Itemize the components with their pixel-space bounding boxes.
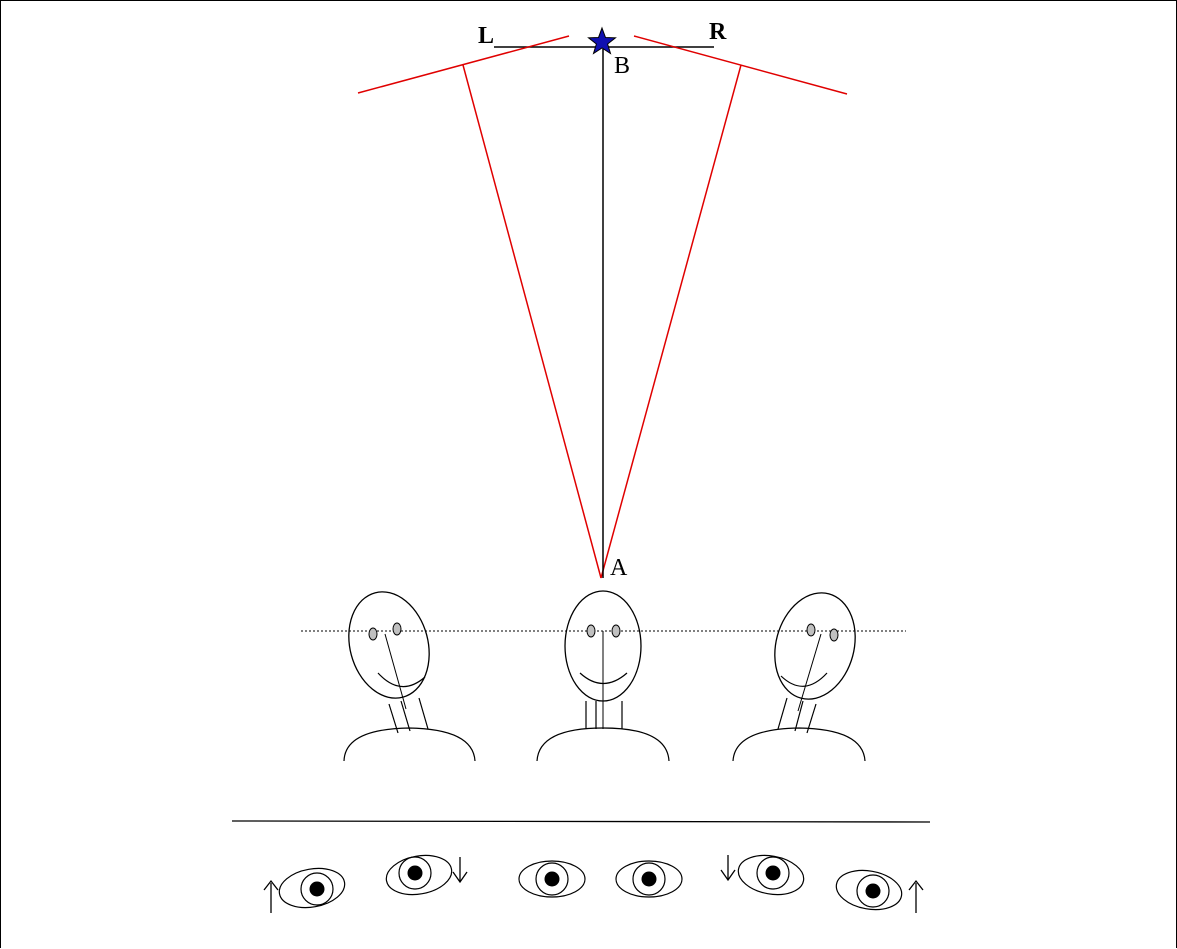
label-point-b: B <box>614 53 630 79</box>
left-rotated-baseline <box>357 35 570 94</box>
head-center <box>536 590 670 762</box>
right-sight-line <box>600 64 742 579</box>
left-sight-line <box>462 64 602 579</box>
head-tilted-left <box>343 591 476 762</box>
head-tilted-right <box>732 592 866 762</box>
arrow-up-icon <box>908 879 924 913</box>
eye-2 <box>385 854 453 896</box>
arrow-up-icon <box>263 879 279 913</box>
eye-6 <box>835 869 903 911</box>
arrow-down-icon <box>720 855 736 882</box>
label-left: L <box>478 23 494 49</box>
eye-5 <box>737 854 805 896</box>
eye-3 <box>518 860 586 898</box>
label-point-a: A <box>610 555 628 581</box>
separator-line <box>231 820 931 823</box>
arrow-down-icon <box>452 857 468 884</box>
eye-1 <box>278 867 346 909</box>
label-right: R <box>709 19 727 45</box>
star-icon <box>587 26 617 55</box>
eye-4 <box>615 860 683 898</box>
